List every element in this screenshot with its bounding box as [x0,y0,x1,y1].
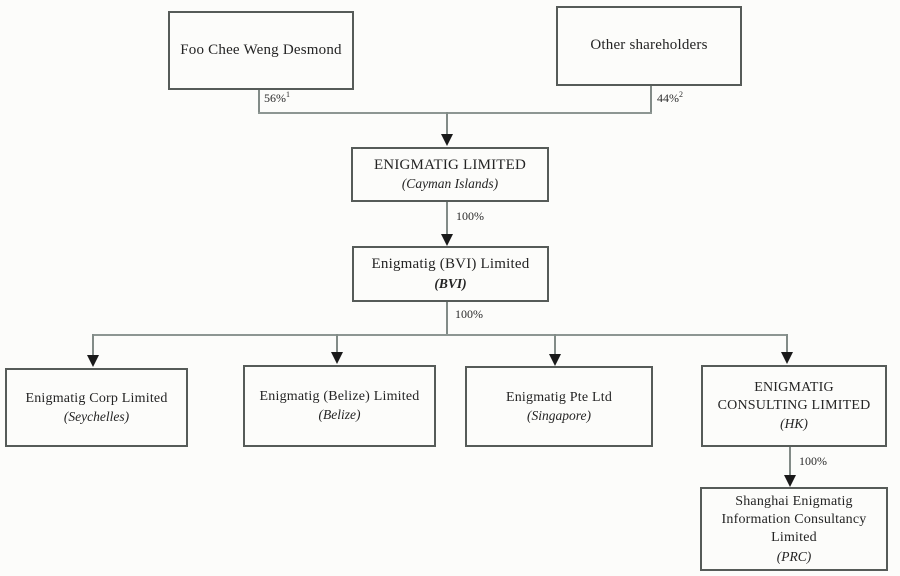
arrowhead-seychelles [87,355,99,367]
node-enigmatig-bvi-limited: Enigmatig (BVI) Limited (BVI) [352,246,549,302]
ownership-pct: 44% [657,91,679,105]
node-label: Other shareholders [590,37,708,54]
ownership-label-100-hk: 100% [799,454,827,468]
node-jurisdiction: (PRC) [776,548,812,564]
node-label: ENIGMATIG CONSULTING LIMITED [717,380,871,414]
ownership-label-56: 56%1 [264,91,290,106]
node-jurisdiction: (Singapore) [527,407,591,423]
connector-to-hk [786,334,788,352]
node-enigmatig-limited-cayman: ENIGMATIG LIMITED (Cayman Islands) [351,147,549,202]
ownership-label-44: 44%2 [657,91,683,106]
arrowhead-cayman [441,134,453,146]
connector-cayman-to-bvi [446,202,448,234]
arrowhead-shanghai [784,475,796,487]
node-label: Enigmatig Corp Limited [25,390,168,406]
connector-bvi-down [446,302,448,335]
ownership-label-100-cayman-bvi: 100% [456,209,484,223]
connector-to-singapore [554,334,556,354]
node-enigmatig-consulting-limited-hk: ENIGMATIG CONSULTING LIMITED (HK) [701,365,887,447]
node-enigmatig-corp-limited-seychelles: Enigmatig Corp Limited (Seychelles) [5,368,188,447]
node-label: Shanghai Enigmatig Information Consultan… [721,493,867,546]
connector-to-seychelles [92,334,94,355]
node-jurisdiction: (BVI) [434,275,467,291]
node-jurisdiction: (Cayman Islands) [401,176,499,192]
node-label: ENIGMATIG LIMITED [373,156,527,173]
node-jurisdiction: (HK) [780,416,808,432]
node-shanghai-enigmatig-information-consultancy: Shanghai Enigmatig Information Consultan… [700,487,888,571]
ownership-pct: 56% [264,91,286,105]
ownership-label-100-bvi: 100% [455,307,483,321]
arrowhead-belize [331,352,343,364]
connector-other-down [650,86,652,113]
connector-subsidiaries-horizontal [92,334,788,336]
footnote-ref: 1 [286,90,290,99]
arrowhead-hk [781,352,793,364]
node-enigmatig-pte-ltd-singapore: Enigmatig Pte Ltd (Singapore) [465,366,653,447]
connector-foo-down [258,90,260,113]
node-label: Enigmatig Pte Ltd [505,389,613,405]
arrowhead-singapore [549,354,561,366]
node-other-shareholders: Other shareholders [556,6,742,86]
connector-hk-to-shanghai [789,447,791,475]
node-label: Foo Chee Weng Desmond [180,41,342,58]
connector-shareholders-horizontal [258,112,652,114]
node-jurisdiction: (Belize) [318,407,361,423]
node-enigmatig-belize-limited: Enigmatig (Belize) Limited (Belize) [243,365,436,447]
footnote-ref: 2 [679,90,683,99]
node-jurisdiction: (Seychelles) [63,408,130,424]
node-label: Enigmatig (BVI) Limited [371,256,530,273]
node-foo-chee-weng-desmond: Foo Chee Weng Desmond [168,11,354,90]
connector-to-cayman [446,112,448,134]
node-label: Enigmatig (Belize) Limited [259,389,420,405]
connector-to-belize [336,334,338,352]
arrowhead-bvi [441,234,453,246]
